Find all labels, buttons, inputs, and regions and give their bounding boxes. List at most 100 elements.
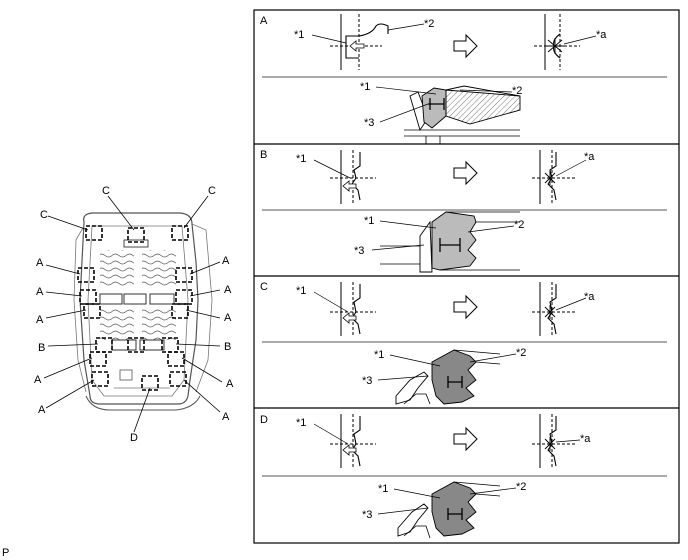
figure-code: P — [2, 547, 9, 559]
panel-c-label-1: *1 — [296, 285, 306, 297]
panel-b-clip-shape — [351, 152, 361, 201]
seat-fabric-mid-left — [100, 308, 134, 340]
panel-c: C *1 *a *1 *2 *3 — [260, 281, 667, 405]
panel-b-section-illustration — [380, 211, 520, 273]
panel-b-title: B — [260, 149, 267, 161]
panel-b-detail-label-1: *1 — [364, 215, 374, 227]
panel-d-step-arrow — [453, 426, 478, 452]
seat-fabric-upper-right — [142, 250, 176, 288]
panel-c-push-arrow — [342, 312, 357, 324]
callout-a-left-1: A — [36, 257, 44, 269]
panel-b-detail-label-3: *3 — [354, 245, 364, 257]
callout-d-bottom: D — [130, 432, 138, 444]
panel-a-star-mark — [546, 38, 564, 54]
callout-a-left-5: A — [38, 404, 46, 416]
panel-d-label-a: *a — [580, 433, 591, 445]
panel-a-detail-label-3: *3 — [364, 117, 374, 129]
panel-d-push-arrow — [342, 444, 357, 456]
callout-a-right-3: A — [224, 312, 232, 324]
callout-a-left-4: A — [34, 374, 42, 386]
seat-bottom-edge — [85, 395, 201, 411]
panel-d-title: D — [260, 414, 268, 426]
panel-a-label-2: *2 — [424, 18, 434, 30]
seat-bolster-right — [191, 223, 213, 393]
strap-upper-2 — [123, 293, 147, 305]
callout-a-left-2: A — [36, 286, 44, 298]
callout-a-right-2: A — [224, 284, 232, 296]
panel-c-clip-shape — [351, 284, 361, 335]
clip-a-right-4 — [167, 351, 185, 367]
panel-d-clip-shape — [351, 416, 361, 467]
seat-frame-outline — [79, 212, 199, 405]
panel-d: D *1 *a *1 *2 *3 — [260, 414, 667, 539]
callout-a-right-4: A — [226, 378, 234, 390]
clip-c-right — [171, 225, 189, 241]
panel-b-push-arrow — [342, 180, 357, 192]
clip-markers — [77, 225, 193, 391]
panel-d-star-mark — [544, 437, 556, 451]
headrest-slot — [123, 239, 149, 248]
panel-c-star-mark — [544, 305, 556, 319]
panel-a-label-a: *a — [596, 29, 607, 41]
panel-c-label-a: *a — [584, 291, 595, 303]
clip-a-left-5 — [91, 371, 109, 387]
clip-a-right-2 — [175, 289, 193, 305]
panel-c-section-illustration — [395, 349, 501, 405]
panel-a-section-illustration — [404, 85, 521, 144]
seat-fabric-mid-right — [142, 308, 176, 340]
callout-c-top-left: C — [40, 209, 48, 221]
clip-a-right-1 — [175, 267, 193, 283]
lower-bracket — [119, 369, 133, 381]
panel-a-clip-shape — [345, 23, 389, 59]
clip-d — [141, 375, 159, 391]
panel-a-push-arrow — [349, 40, 365, 52]
panel-b-label-a: *a — [584, 151, 595, 163]
clip-a-right-3 — [171, 303, 189, 319]
panel-c-step-arrow — [453, 294, 478, 320]
panel-a: A *1 *2 *a *1 — [260, 14, 667, 144]
clip-a-left-3 — [83, 303, 101, 319]
clip-a-right-5 — [169, 371, 187, 387]
panel-d-detail-label-1: *1 — [378, 483, 388, 495]
panel-b-star-mark — [544, 171, 556, 185]
callout-a-right-5: A — [222, 411, 230, 423]
clip-a-left-1 — [77, 267, 95, 283]
panel-d-detail-label-2: *2 — [516, 481, 526, 493]
panel-c-detail-label-3: *3 — [362, 375, 372, 387]
clip-b-mid — [127, 337, 145, 353]
panel-a-detail-label-1: *1 — [360, 81, 370, 93]
panel-b-label-1: *1 — [296, 153, 306, 165]
seat-overview: C C C A A A B A A A A A B A A D — [34, 185, 234, 444]
strap-upper-1 — [99, 293, 123, 305]
panel-a-detail-label-2: *2 — [512, 85, 522, 97]
panel-b: B *1 *a *1 *2 *3 — [260, 149, 667, 273]
callout-a-right-1: A — [222, 255, 230, 267]
strap-lower-2 — [139, 339, 165, 351]
panel-b-step-arrow — [453, 160, 478, 186]
callout-a-left-3: A — [36, 314, 44, 326]
panel-c-detail-label-2: *2 — [516, 347, 526, 359]
panel-d-detail-label-3: *3 — [362, 509, 372, 521]
clip-b-left — [95, 337, 113, 353]
callout-c-top-mid: C — [102, 185, 110, 197]
panel-c-detail-label-1: *1 — [374, 349, 384, 361]
clip-c-left — [85, 225, 103, 241]
panel-a-title: A — [260, 15, 268, 27]
strap-upper-3 — [149, 293, 175, 305]
seat-bolster-left — [73, 225, 87, 393]
panel-d-label-1: *1 — [296, 417, 306, 429]
panel-a-step-arrow — [453, 33, 478, 59]
seat-fabric-upper-left — [100, 250, 134, 288]
callout-b-right: B — [224, 341, 231, 353]
clip-c-mid — [127, 227, 145, 243]
panel-d-section-illustration — [397, 481, 501, 539]
callout-c-top-right: C — [208, 185, 216, 197]
seat-frame-inner — [87, 225, 189, 397]
leader-lines — [43, 195, 223, 433]
panel-b-detail-label-2: *2 — [514, 219, 524, 231]
clip-a-left-4 — [89, 351, 107, 367]
panel-a-label-1: *1 — [294, 29, 304, 41]
strap-lower-1 — [111, 339, 137, 351]
panel-c-title: C — [260, 281, 268, 293]
